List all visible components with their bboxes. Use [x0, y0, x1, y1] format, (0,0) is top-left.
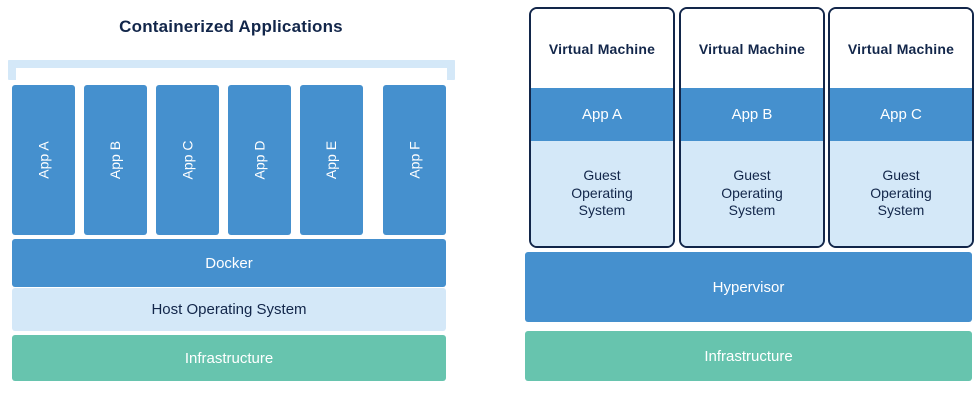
container-app-a-label: App A [35, 141, 52, 179]
infrastructure-layer-containers[interactable]: Infrastructure [12, 335, 446, 381]
virtual-machine-1-title: Virtual Machine [531, 9, 673, 88]
container-app-b-label: App B [107, 140, 124, 180]
container-app-d-label: App D [251, 140, 268, 180]
virtual-machine-3-title: Virtual Machine [830, 9, 972, 88]
containers-bracket-icon [8, 60, 455, 80]
virtual-machine-1-app: App A [531, 88, 673, 141]
docker-layer[interactable]: Docker [12, 239, 446, 287]
infrastructure-layer-vms[interactable]: Infrastructure [525, 331, 972, 381]
virtual-machine-2-guest-os: Guest Operating System [681, 141, 823, 246]
container-app-c-label: App C [179, 140, 196, 180]
container-app-e-label: App E [323, 140, 340, 180]
virtual-machine-1-guest-os: Guest Operating System [531, 141, 673, 246]
virtual-machine-3[interactable]: Virtual Machine App C Guest Operating Sy… [828, 7, 974, 248]
host-operating-system-layer[interactable]: Host Operating System [12, 288, 446, 331]
container-app-a[interactable]: App A [12, 85, 75, 235]
virtual-machine-2-title: Virtual Machine [681, 9, 823, 88]
container-app-c[interactable]: App C [156, 85, 219, 235]
virtual-machine-2-app: App B [681, 88, 823, 141]
container-app-f-label: App F [406, 141, 423, 179]
container-app-e[interactable]: App E [300, 85, 363, 235]
container-app-b[interactable]: App B [84, 85, 147, 235]
virtual-machine-1[interactable]: Virtual Machine App A Guest Operating Sy… [529, 7, 675, 248]
container-app-f[interactable]: App F [383, 85, 446, 235]
virtual-machine-2[interactable]: Virtual Machine App B Guest Operating Sy… [679, 7, 825, 248]
hypervisor-layer[interactable]: Hypervisor [525, 252, 972, 322]
container-app-d[interactable]: App D [228, 85, 291, 235]
virtual-machine-3-app: App C [830, 88, 972, 141]
containerized-applications-title: Containerized Applications [119, 17, 343, 36]
virtual-machine-3-guest-os: Guest Operating System [830, 141, 972, 246]
